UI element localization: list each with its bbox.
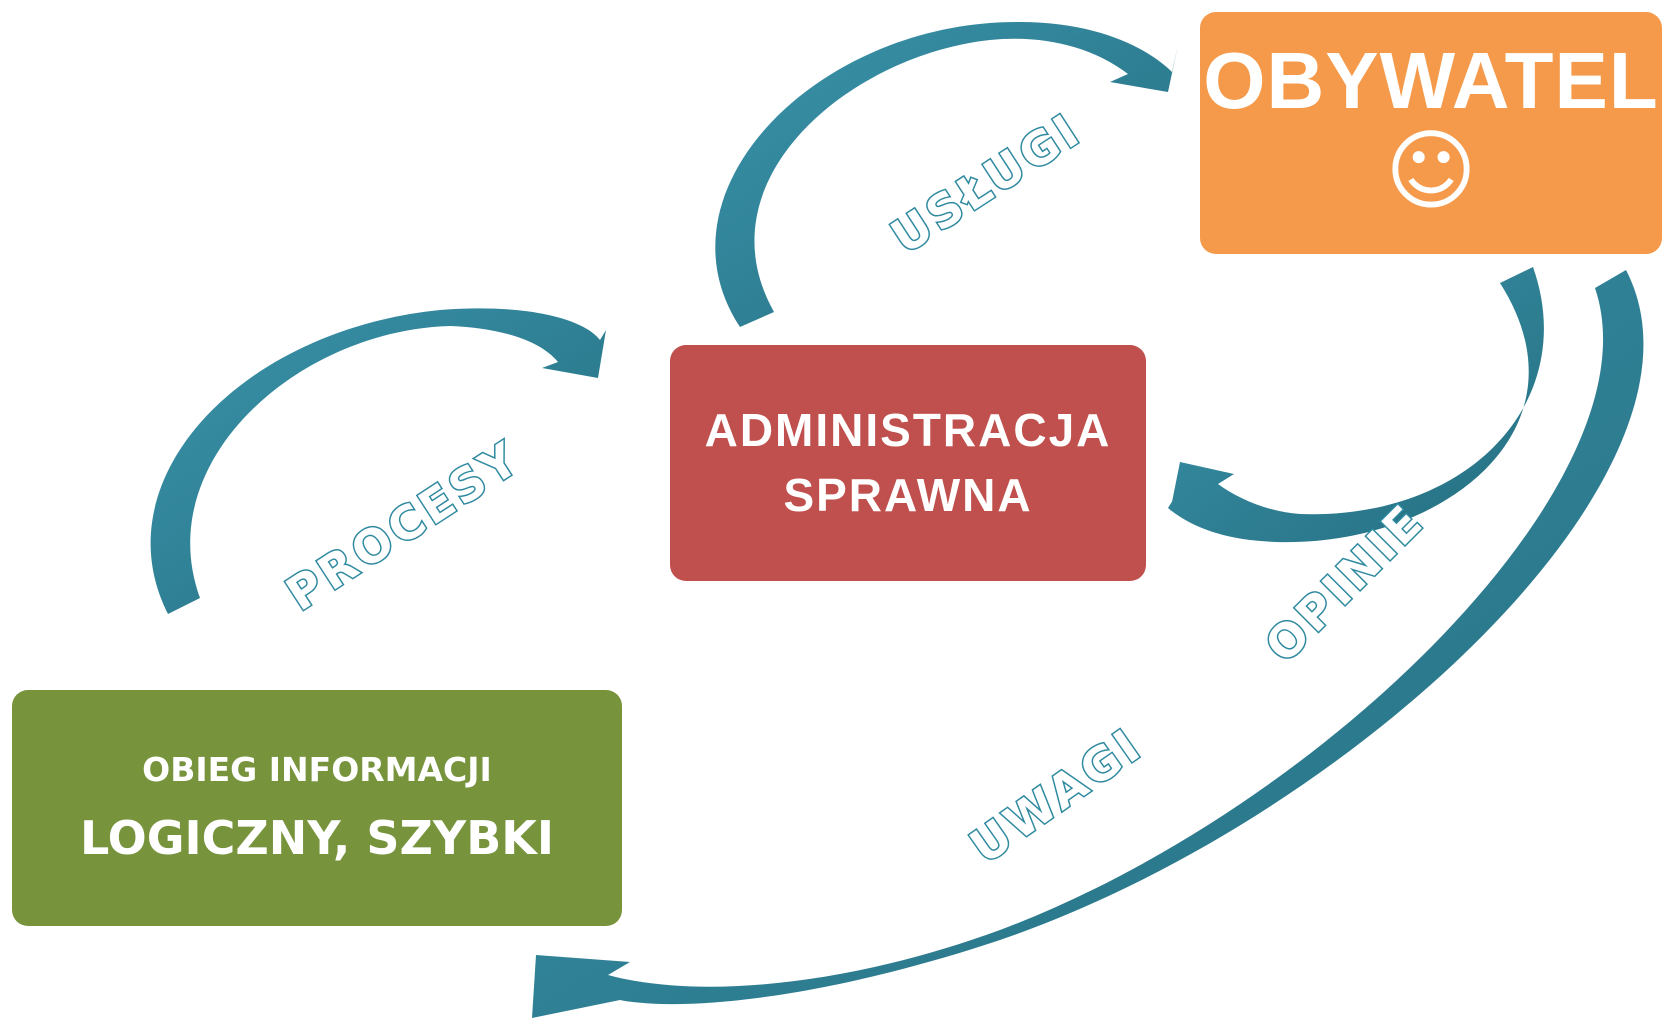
arrow-procesy (150, 308, 606, 614)
smiley-face-icon: ☺ (1385, 119, 1477, 222)
obieg-line2: LOGICZNY, SZYBKI (79, 811, 555, 866)
obieg-line1: OBIEG INFORMACJI (142, 749, 492, 789)
arrow-opinie (1168, 267, 1544, 543)
label-uslugi: USŁUGI (882, 102, 1091, 264)
administracja-line1: ADMINISTRACJA (704, 403, 1112, 456)
obieg-box: OBIEG INFORMACJI LOGICZNY, SZYBKI (12, 690, 622, 926)
obywatel-box: OBYWATEL ☺ (1200, 12, 1662, 254)
administracja-box: ADMINISTRACJA SPRAWNA (670, 345, 1146, 581)
administracja-line2: SPRAWNA (783, 469, 1033, 521)
arrow-uslugi (715, 21, 1178, 327)
obywatel-title: OBYWATEL (1203, 36, 1659, 125)
label-uwagi: UWAGI (960, 717, 1152, 874)
label-procesy: PROCESY (277, 430, 531, 621)
